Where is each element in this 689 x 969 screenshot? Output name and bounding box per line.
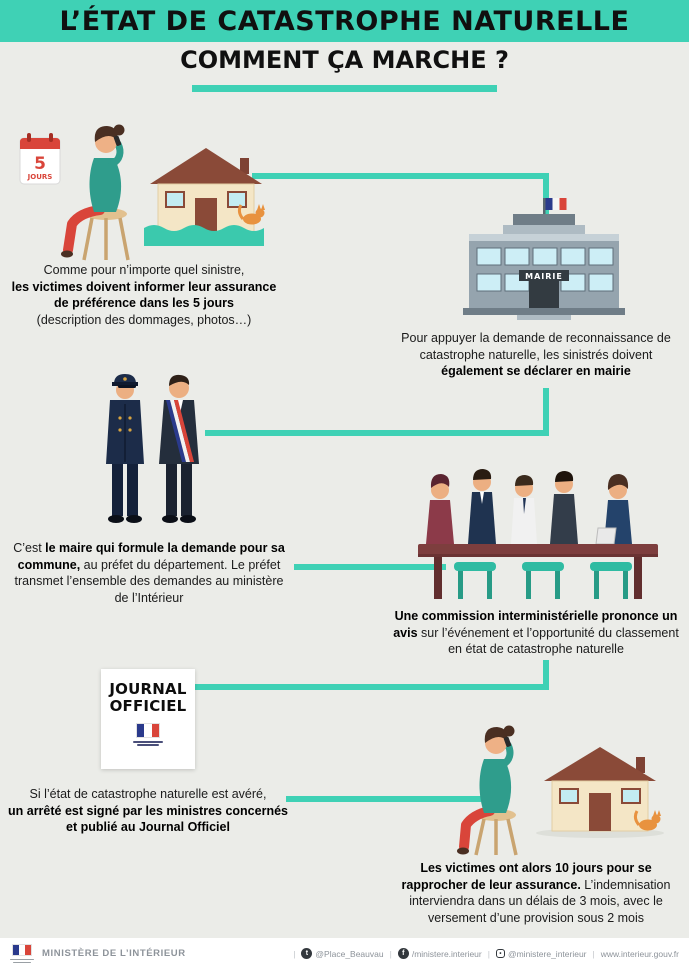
woman-on-phone [61, 124, 130, 261]
illustration-prefet-maire [106, 374, 199, 523]
step2-seg1: Pour appuyer la demande de reconnaissanc… [401, 331, 671, 362]
page-title: L’ÉTAT DE CATASTROPHE NATURELLE [59, 5, 630, 37]
ministere-interieur-logo [10, 943, 34, 964]
connector-5-horizontal [286, 796, 481, 802]
flooded-house [144, 148, 265, 246]
step5-seg2-bold: un arrêté est signé par les ministres co… [8, 803, 288, 835]
flood-water [144, 225, 264, 246]
french-flag-icon [545, 198, 567, 210]
separator: | [389, 948, 392, 959]
step4-seg2: sur l’événement et l’opportunité du clas… [421, 625, 679, 657]
teal-chairs [454, 562, 632, 599]
instagram-icon: • [495, 949, 505, 958]
step6-seg2: L’indemnisation interviendra dans un dél… [409, 877, 671, 925]
step1-text: Comme pour n’importe quel sinistre, les … [8, 262, 280, 329]
cat [237, 204, 265, 225]
step3-seg2-bold: le maire qui formule la demande pour sa … [17, 541, 285, 572]
twitter-handle: @Place_Beauvau [315, 948, 384, 959]
woman-on-phone-2 [457, 725, 518, 856]
mairie-door [529, 281, 559, 308]
website-link[interactable]: www.interieur.gouv.fr [601, 949, 679, 959]
step1-seg2-bold: les victimes doivent informer leur assur… [11, 279, 277, 311]
phone-icon [113, 135, 122, 146]
connector-2-vertical [543, 388, 549, 436]
ministry-name: MINISTÈRE DE L’INTÉRIEUR [42, 948, 186, 959]
step3-seg3: au préfet du département. Le préfet tran… [14, 557, 284, 605]
logo-caption-lines [10, 958, 34, 964]
separator: | [293, 948, 296, 959]
logo-caption-lines [133, 740, 163, 746]
illustration-mairie: MAIRIE [463, 198, 625, 320]
website-url: www.interieur.gouv.fr [600, 948, 679, 959]
twitter-icon: t [301, 948, 313, 959]
illustration-victim-calls-insurance: 5 JOURS [19, 124, 265, 261]
step1-seg3: (description des dommages, photos…) [36, 312, 252, 327]
separator: | [487, 948, 490, 959]
cat-2 [633, 810, 661, 831]
step5-seg1: Si l’état de catastrophe naturelle est a… [29, 787, 267, 801]
instagram-handle: @ministere_interieur [507, 948, 587, 959]
footer: MINISTÈRE DE L’INTÉRIEUR | t @Place_Beau… [0, 938, 689, 969]
step6-text: Les victimes ont alors 10 jours pour se … [388, 860, 684, 927]
subtitle-underline [192, 85, 497, 92]
prefet-figure [106, 374, 144, 523]
connector-4-vertical [543, 660, 549, 688]
connector-1-horizontal [252, 173, 549, 179]
step5-text: Si l’état de catastrophe naturelle est a… [8, 786, 288, 836]
connector-2-horizontal [205, 430, 549, 436]
mairie-sign [519, 270, 569, 281]
step1-seg1: Comme pour n’importe quel sinistre, [43, 263, 245, 277]
step4-seg1-bold: Une commission interministérielle pronon… [393, 609, 678, 640]
phone-icon [503, 736, 512, 747]
step2-seg2-bold: également se déclarer en mairie [441, 364, 631, 379]
calendar-number: 5 [34, 154, 46, 174]
facebook-link[interactable]: f /ministere.interieur [397, 948, 482, 959]
calendar-5-jours-icon: 5 JOURS [19, 133, 61, 185]
footer-left: MINISTÈRE DE L’INTÉRIEUR [10, 943, 186, 964]
separator: | [592, 948, 595, 959]
twitter-link[interactable]: t @Place_Beauvau [301, 948, 384, 959]
meeting-table [418, 544, 658, 599]
footer-social: | t @Place_Beauvau | f /ministere.interi… [293, 948, 679, 959]
connector-3-horizontal [294, 564, 446, 570]
step3-seg1: C’est [13, 541, 42, 555]
facebook-handle: /ministere.interieur [411, 948, 482, 959]
house-2 [544, 747, 661, 832]
french-flag-icon [12, 943, 32, 956]
step2-text: Pour appuyer la demande de reconnaissanc… [388, 330, 684, 380]
step6-seg1-bold: Les victimes ont alors 10 jours pour se … [401, 861, 652, 892]
facebook-icon: f [397, 948, 409, 959]
mairie-sign-label: MAIRIE [525, 272, 563, 281]
journal-officiel-line1: JOURNAL [109, 680, 187, 698]
connector-4-horizontal [194, 684, 549, 690]
illustration-victim-insurance-indemnisation [457, 725, 664, 856]
illustration-commission [418, 469, 658, 599]
journal-officiel-line2: OFFICIEL [109, 697, 187, 716]
maire-figure [159, 374, 199, 523]
republique-francaise-logo [136, 722, 160, 738]
commission-members [426, 469, 632, 544]
page-subtitle: COMMENT ÇA MARCHE ? [180, 46, 509, 74]
journal-officiel-box: JOURNAL OFFICIEL [101, 669, 195, 769]
step4-text: Une commission interministérielle pronon… [388, 608, 684, 658]
calendar-unit: JOURS [27, 173, 53, 181]
header-bar: L’ÉTAT DE CATASTROPHE NATURELLE [0, 0, 689, 42]
echarpe-tricolore [166, 400, 194, 462]
step3-text: C’est le maire qui formule la demande po… [6, 540, 292, 607]
connector-1-vertical [543, 173, 549, 217]
instagram-link[interactable]: • @ministere_interieur [495, 948, 587, 959]
